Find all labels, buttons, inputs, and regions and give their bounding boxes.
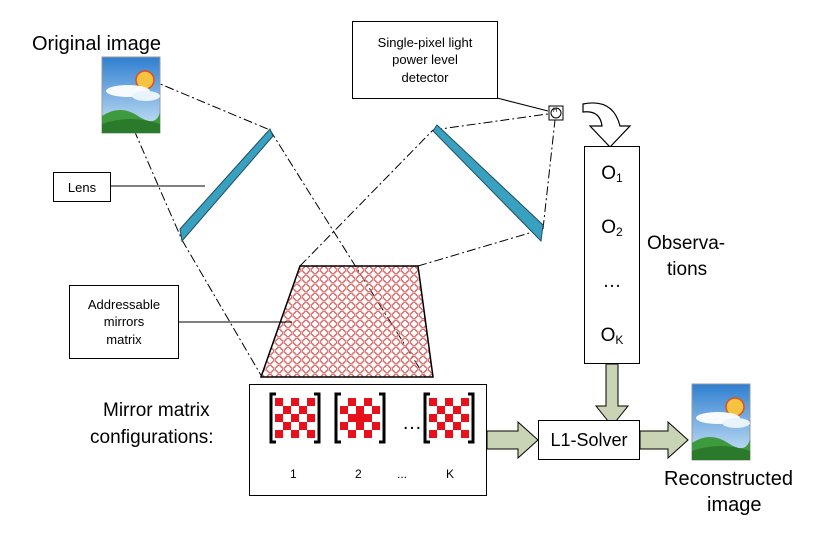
pattern-cell <box>283 406 291 414</box>
detector-label-line1: Single-pixel light <box>377 34 473 50</box>
l1-solver-box: L1-Solver <box>538 420 640 460</box>
configuration-pattern <box>269 392 321 444</box>
right-arrow-solver-icon <box>639 420 689 460</box>
observations-label-line1: Observa- <box>647 233 726 254</box>
configuration-pattern <box>334 392 386 444</box>
pattern-cell <box>445 414 453 422</box>
pattern-cell <box>340 406 348 414</box>
bracket-left <box>269 392 276 444</box>
pattern-cell <box>348 398 356 406</box>
original-image-label: Original image <box>32 33 161 55</box>
reconstructed-label-line2: image <box>707 494 762 516</box>
pattern-cell <box>453 422 461 430</box>
mirrors-label-line3: matrix <box>106 331 142 347</box>
pattern-cell <box>356 422 364 430</box>
bracket-right <box>314 392 321 444</box>
pattern-cell <box>275 414 283 422</box>
detector-label-line2: power level <box>392 52 458 68</box>
bracket-left <box>423 392 430 444</box>
mirrors-label-box: Addressable mirrors matrix <box>69 285 179 359</box>
pattern-cell <box>356 406 364 414</box>
down-arrow-icon <box>594 363 630 427</box>
configuration-index: K <box>446 467 455 481</box>
bracket-left <box>334 392 341 444</box>
observation-item: O1 <box>601 163 623 185</box>
pattern-cell <box>307 398 315 406</box>
bracket-right <box>379 392 386 444</box>
observation-item: … <box>602 271 622 292</box>
detector-icon <box>548 105 564 121</box>
lens-label-box: Lens <box>53 172 111 202</box>
observation-item: O2 <box>601 217 623 239</box>
configurations-label-line2: configurations: <box>90 427 214 448</box>
configuration-index: 1 <box>290 467 297 481</box>
configurations-ellipsis: … <box>402 412 422 434</box>
pattern-cell <box>461 398 469 406</box>
pattern-cell <box>429 414 437 422</box>
pattern-cell <box>429 430 437 438</box>
mirrors-label-line2: mirrors <box>103 314 145 330</box>
pattern-cell <box>372 422 380 430</box>
mirrors-matrix <box>259 265 434 378</box>
original-image-icon <box>101 56 161 134</box>
configuration-index: 2 <box>355 467 362 481</box>
reconstructed-image-icon <box>691 383 751 461</box>
pattern-cell <box>461 414 469 422</box>
pattern-cell <box>275 430 283 438</box>
right-arrow-config-icon <box>486 420 539 460</box>
detector-connector <box>496 97 549 112</box>
lens-mirror-left <box>179 128 274 243</box>
detector-label-line3: detector <box>401 69 449 85</box>
configurations-box <box>249 384 487 496</box>
pattern-cell <box>364 414 372 422</box>
pattern-cell <box>445 398 453 406</box>
pattern-cell <box>299 406 307 414</box>
pattern-cell <box>364 398 372 406</box>
pattern-cell <box>307 430 315 438</box>
lens-label: Lens <box>67 179 97 195</box>
configuration-pattern <box>423 392 475 444</box>
pattern-cell <box>445 430 453 438</box>
pattern-cell <box>348 430 356 438</box>
observation-item: OK <box>600 325 624 347</box>
pattern-cell <box>437 406 445 414</box>
pattern-cell <box>461 430 469 438</box>
l1-solver-label: L1-Solver <box>550 429 628 450</box>
pattern-cell <box>372 406 380 414</box>
pattern-cell <box>299 422 307 430</box>
pattern-cell <box>364 430 372 438</box>
bracket-right <box>468 392 475 444</box>
pattern-cell <box>283 422 291 430</box>
pattern-cell <box>437 422 445 430</box>
pattern-cell <box>275 398 283 406</box>
pattern-cell <box>453 406 461 414</box>
observations-label-line2: tions <box>667 259 708 280</box>
reconstructed-label-line1: Reconstructed <box>664 468 793 490</box>
pattern-cell <box>356 414 364 422</box>
observations-box: O1 O2 … OK <box>584 146 640 364</box>
mirror-right <box>432 124 544 243</box>
mirrors-label-line1: Addressable <box>87 296 161 312</box>
detector-glyph: H <box>553 108 558 114</box>
pattern-cell <box>340 422 348 430</box>
configuration-index: ... <box>397 467 408 481</box>
pattern-cell <box>348 414 356 422</box>
curved-arrow-icon <box>582 102 632 148</box>
pattern-cell <box>307 414 315 422</box>
pattern-cell <box>291 414 299 422</box>
pattern-cell <box>291 398 299 406</box>
configuration-patterns <box>269 392 475 444</box>
pattern-cell <box>291 430 299 438</box>
configurations-label-line1: Mirror matrix <box>103 400 210 421</box>
detector-label-box: Single-pixel light power level detector <box>352 21 498 99</box>
pattern-cell <box>429 398 437 406</box>
